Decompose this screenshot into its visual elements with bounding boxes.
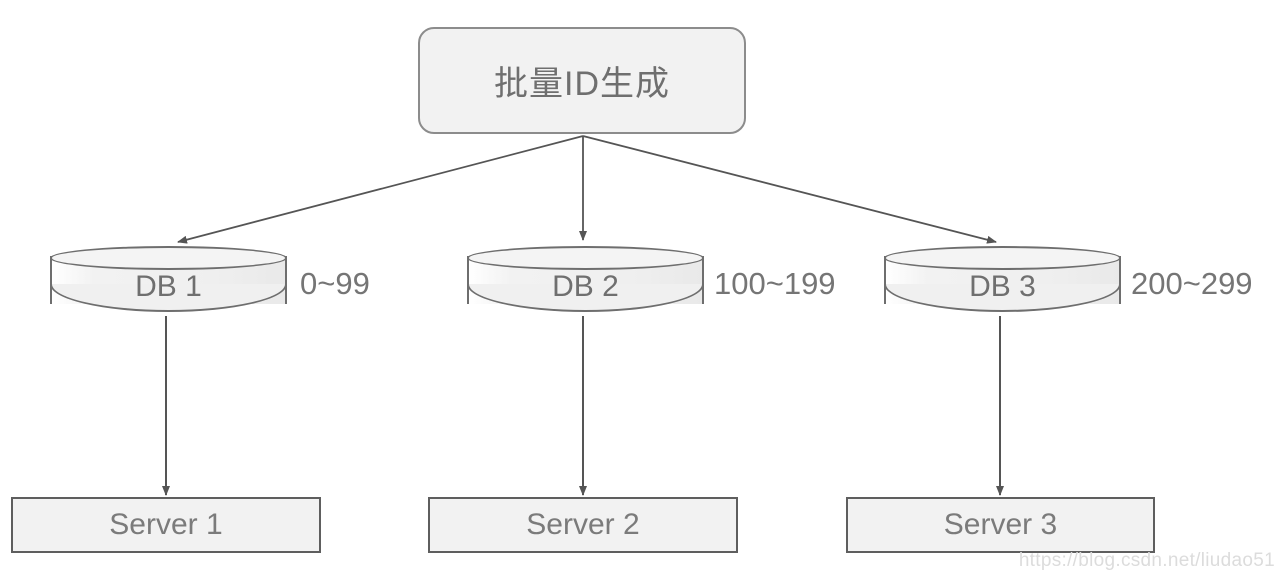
server-label-3: Server 3 bbox=[943, 508, 1058, 541]
database-range-label-2: 100~199 bbox=[714, 266, 836, 301]
edge-generator-to-db1 bbox=[177, 135, 584, 244]
database-range-label-1: 0~99 bbox=[300, 266, 370, 301]
cylinder-top-cap bbox=[50, 246, 287, 270]
database-range-label-3: 200~299 bbox=[1131, 266, 1253, 301]
server-node-2[interactable]: Server 2 bbox=[428, 497, 738, 553]
batch-id-generator-label: 批量ID生成 bbox=[494, 65, 670, 103]
batch-id-generator-node[interactable]: 批量ID生成 bbox=[418, 27, 746, 134]
database-label-3: DB 3 bbox=[969, 270, 1036, 303]
database-label-1: DB 1 bbox=[135, 270, 202, 303]
cylinder-top-cap bbox=[884, 246, 1121, 270]
database-node-1[interactable]: DB 1 bbox=[50, 246, 287, 314]
server-node-1[interactable]: Server 1 bbox=[11, 497, 321, 553]
database-node-3[interactable]: DB 3 bbox=[884, 246, 1121, 314]
server-node-3[interactable]: Server 3 bbox=[846, 497, 1155, 553]
edge-generator-to-db3 bbox=[582, 135, 997, 244]
database-label-2: DB 2 bbox=[552, 270, 619, 303]
database-node-2[interactable]: DB 2 bbox=[467, 246, 704, 314]
cylinder-top-cap bbox=[467, 246, 704, 270]
server-label-1: Server 1 bbox=[109, 508, 223, 541]
server-label-2: Server 2 bbox=[526, 508, 640, 541]
watermark-text: https://blog.csdn.net/liudao51 bbox=[1018, 550, 1275, 571]
